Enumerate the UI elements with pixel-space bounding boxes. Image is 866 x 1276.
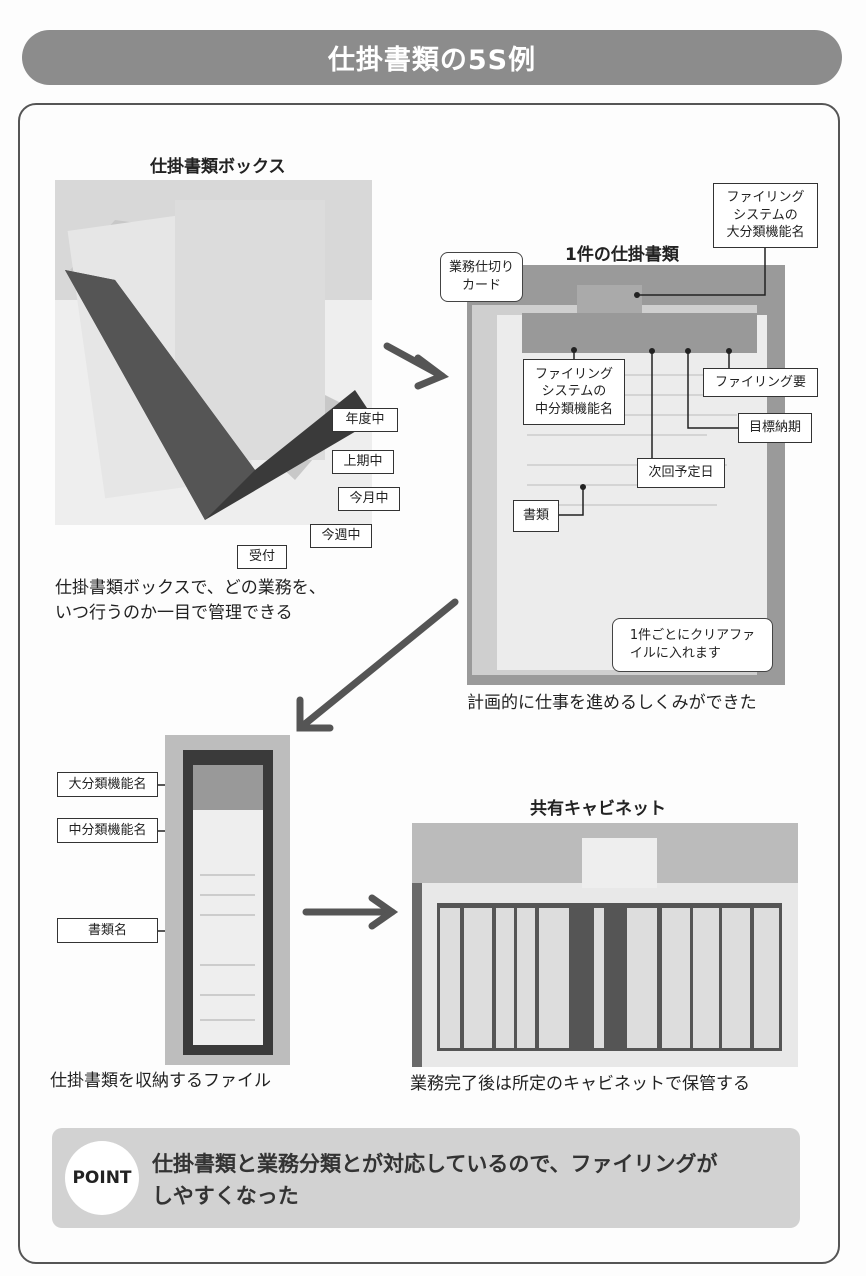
label-major-name: 大分類機能名 xyxy=(57,772,158,797)
box-heading: 仕掛書類ボックス xyxy=(150,157,286,177)
point-text-line1: 仕掛書類と業務分類とが対応しているので、ファイリングが xyxy=(152,1152,718,1176)
label-target-deadline: 目標納期 xyxy=(738,413,812,443)
content-frame xyxy=(18,103,840,1264)
document-box-photo xyxy=(55,180,372,525)
label-mid-name: 中分類機能名 xyxy=(57,818,158,843)
binder-photo xyxy=(165,735,290,1065)
binder-caption: 仕掛書類を収納するファイル xyxy=(50,1071,271,1091)
document-caption: 計画的に仕事を進めるしくみができた xyxy=(467,693,757,713)
label-text: システムの xyxy=(733,207,798,223)
bubble-text: 1件ごとにクリアファ xyxy=(629,628,756,644)
label-received: 受付 xyxy=(237,545,287,569)
label-mid-category: ファイリングシステムの中分類機能名 xyxy=(523,359,625,425)
box-caption-line2: いつ行うのか一目で管理できる xyxy=(55,603,293,623)
label-next-date: 次回予定日 xyxy=(637,458,725,488)
box-caption-line1: 仕掛書類ボックスで、どの業務を、 xyxy=(55,578,326,598)
label-documents: 書類 xyxy=(513,500,559,532)
point-text: 仕掛書類と業務分類とが対応しているので、ファイリングが しやすくなった xyxy=(152,1148,718,1212)
bubble-text: イルに入れます xyxy=(629,646,721,661)
point-text-line2: しやすくなった xyxy=(152,1184,299,1208)
label-text: システムの xyxy=(541,384,607,400)
label-text: 中分類機能名 xyxy=(534,401,613,417)
point-box xyxy=(52,1128,800,1228)
label-first-half: 上期中 xyxy=(332,450,394,474)
label-text: ファイリング xyxy=(534,366,613,382)
cabinet-photo xyxy=(412,823,798,1067)
cabinet-caption: 業務完了後は所定のキャビネットで保管する xyxy=(410,1074,750,1094)
document-heading: 1件の仕掛書類 xyxy=(565,245,679,265)
label-this-month: 今月中 xyxy=(338,487,400,511)
bubble-task-divider-card: 業務仕切りカード xyxy=(440,252,523,302)
bubble-text: 業務仕切り xyxy=(448,260,514,276)
bubble-clear-file: 1件ごとにクリアファイルに入れます xyxy=(612,618,773,672)
label-major-category: ファイリングシステムの大分類機能名 xyxy=(713,183,818,248)
label-fiscal-year: 年度中 xyxy=(332,408,398,432)
label-text: ファイリング xyxy=(726,190,805,206)
page-title: 仕掛書類の5S例 xyxy=(22,30,842,85)
label-filing-required: ファイリング要 xyxy=(703,368,818,397)
point-badge: POINT xyxy=(65,1141,139,1215)
label-this-week: 今週中 xyxy=(310,524,372,548)
cabinet-heading: 共有キャビネット xyxy=(530,799,666,819)
label-text: 大分類機能名 xyxy=(726,225,805,241)
label-document-name: 書類名 xyxy=(57,918,158,943)
bubble-text: カード xyxy=(461,278,501,293)
